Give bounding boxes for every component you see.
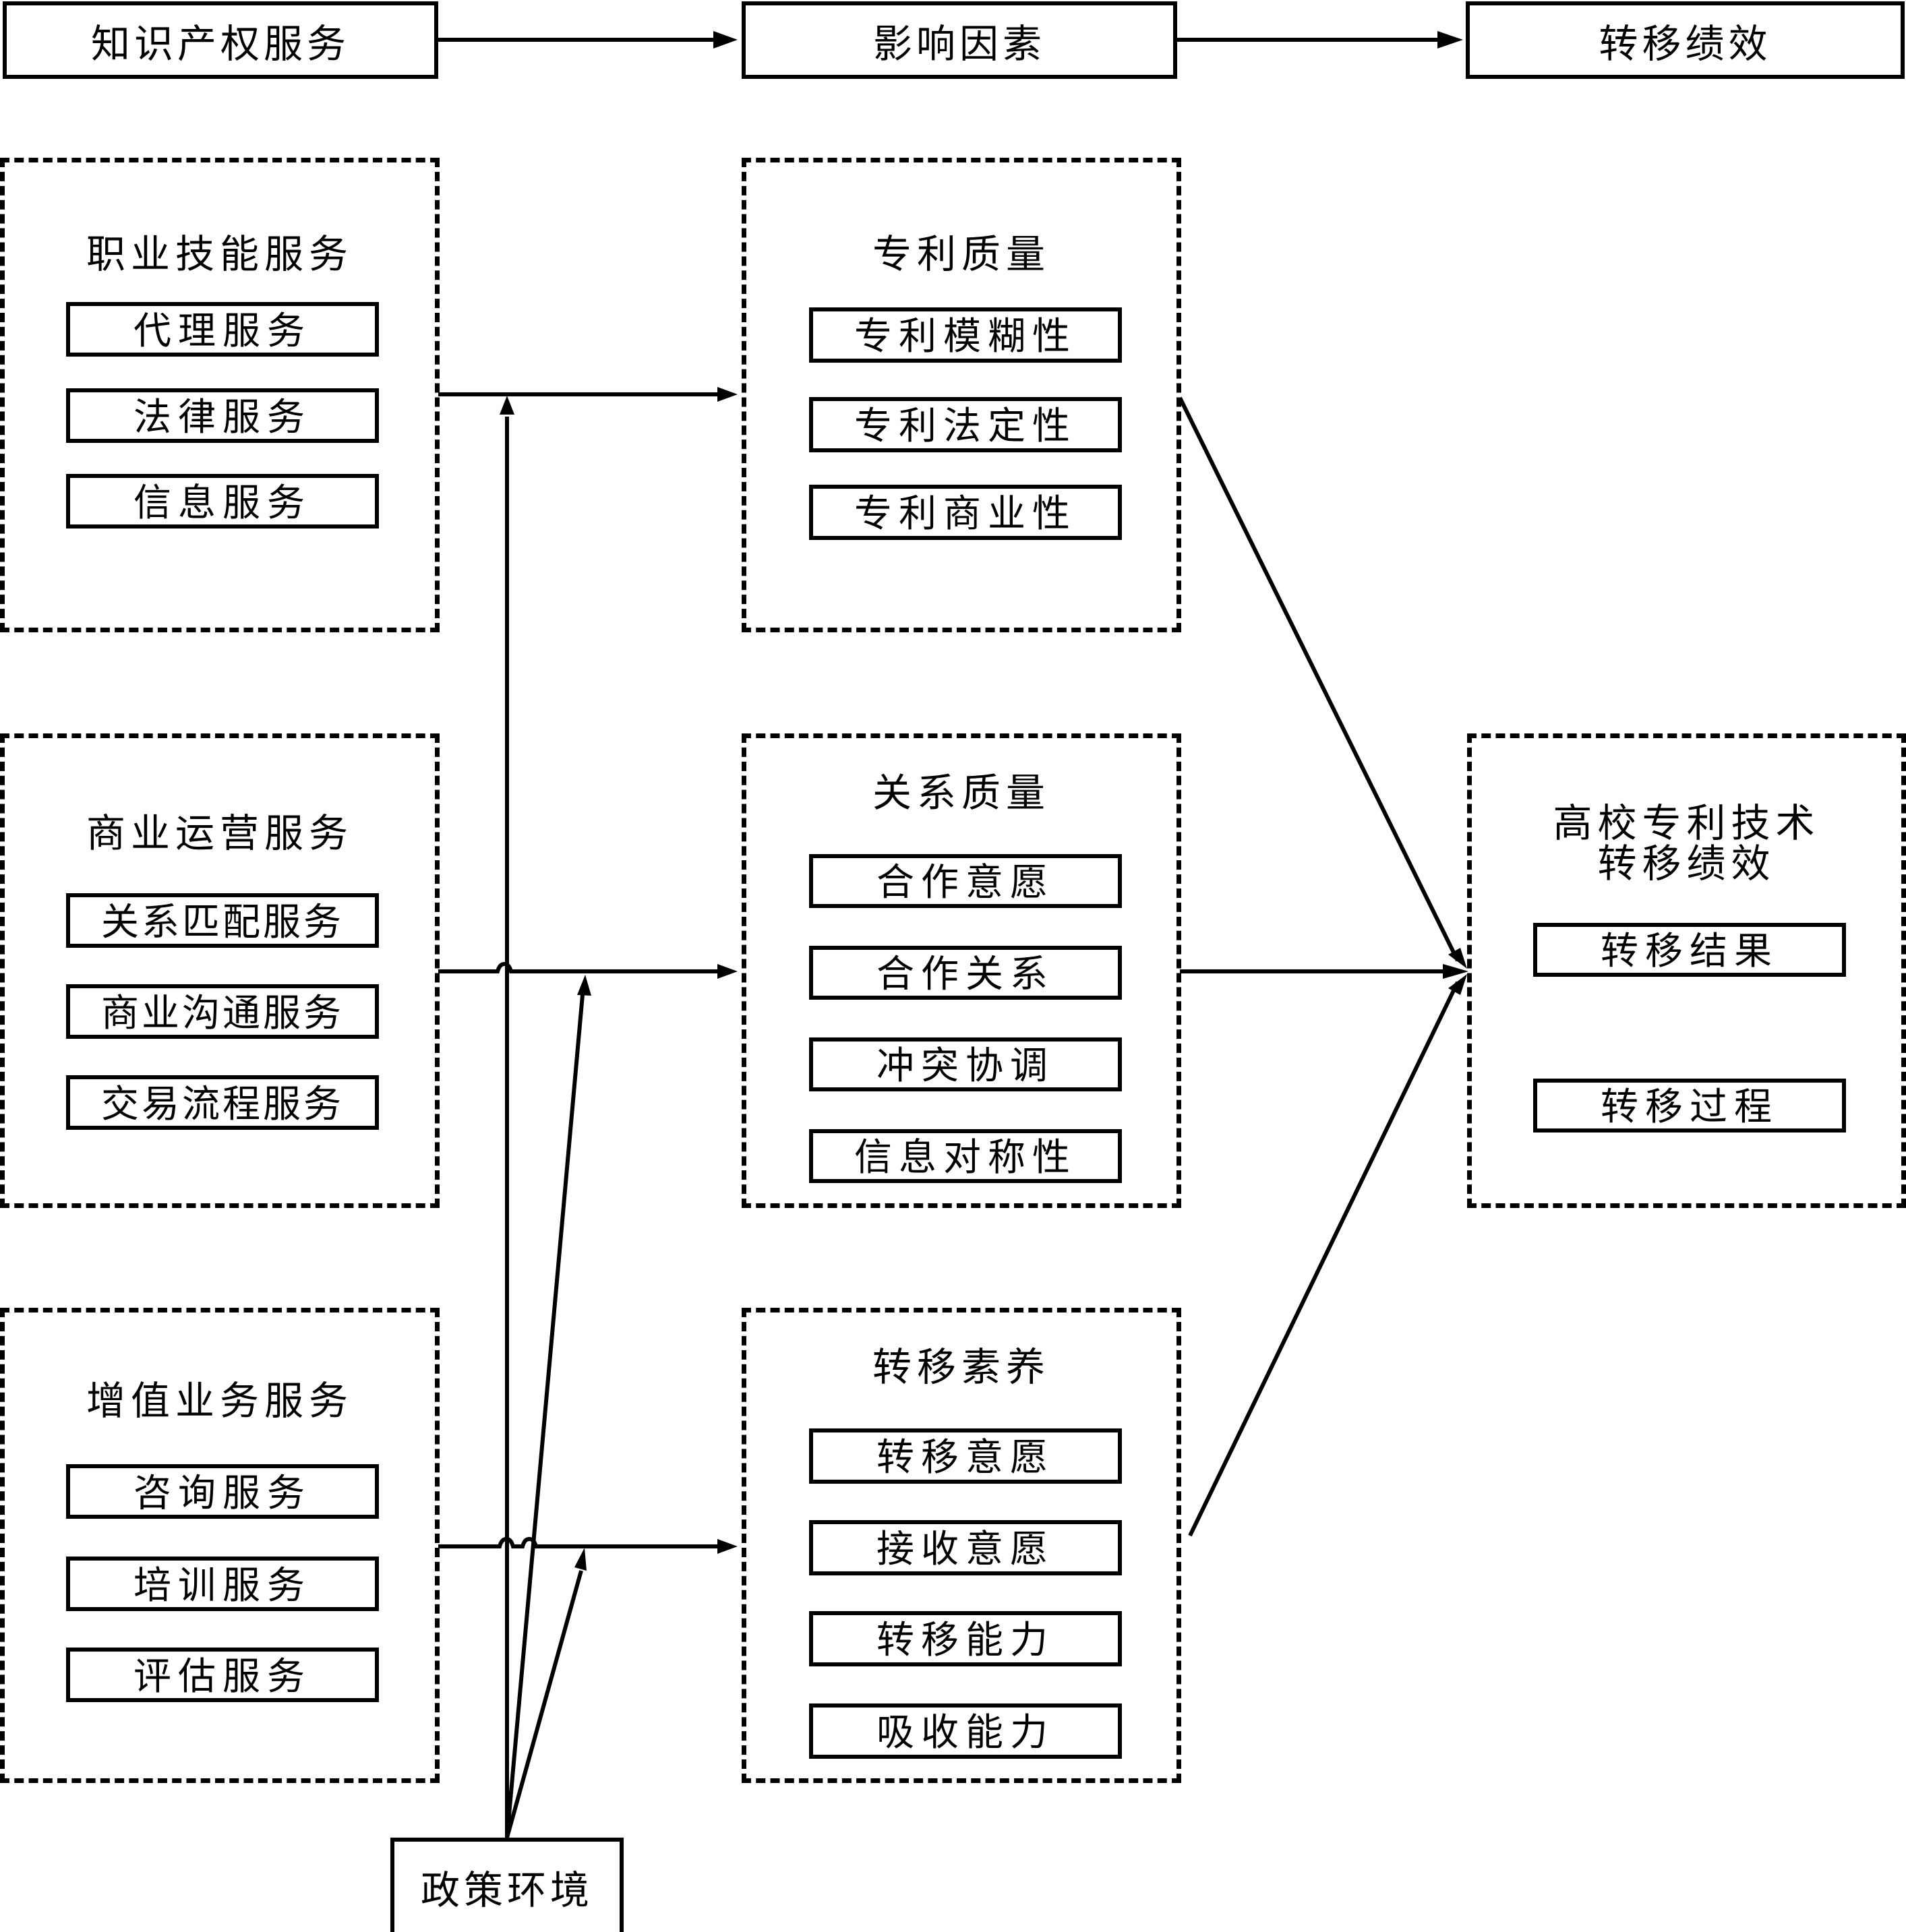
policy-environment-label: 政策环境 [420, 1867, 593, 1913]
item-absorption-capability: 吸收能力 [809, 1703, 1122, 1759]
policy-link-2 [505, 994, 585, 1838]
header-transfer-performance-label: 转移绩效 [1599, 20, 1772, 67]
item-relationship-matching: 关系匹配服务 [66, 893, 379, 948]
group-title: 职业技能服务 [86, 231, 353, 277]
header-transfer-performance: 转移绩效 [1466, 1, 1905, 79]
arrowhead-icon [717, 387, 738, 402]
group-title: 增值业务服务 [86, 1378, 353, 1424]
item-cooperation-willingness: 合作意愿 [809, 854, 1122, 908]
link-value-to-literacy [438, 1536, 720, 1548]
item-agency-service: 代理服务 [66, 302, 379, 357]
header-ip-services-label: 知识产权服务 [90, 20, 350, 67]
group-business-operation-services: 商业运营服务 关系匹配服务 商业沟通服务 交易流程服务 [0, 733, 440, 1208]
item-transfer-result: 转移结果 [1533, 923, 1846, 977]
link-patent-to-performance [1178, 396, 1460, 962]
link-business-to-relation [438, 961, 720, 973]
item-transaction-process: 交易流程服务 [66, 1075, 379, 1130]
item-transfer-process: 转移过程 [1533, 1079, 1846, 1133]
arrowhead-icon [717, 964, 738, 979]
arrowhead-icon [1443, 964, 1468, 979]
item-patent-commerciality: 专利商业性 [809, 485, 1122, 540]
arrowhead-icon [1437, 31, 1463, 49]
link-literacy-to-performance [1188, 981, 1460, 1537]
item-legal-service: 法律服务 [66, 388, 379, 443]
arrowhead-icon [713, 31, 738, 49]
arrowhead-icon [500, 396, 514, 415]
item-cooperation-relationship: 合作关系 [809, 946, 1122, 1000]
arrowhead-icon [577, 975, 591, 996]
group-title-line1: 高校专利技术 [1553, 800, 1820, 846]
group-patent-quality: 专利质量 专利模糊性 专利法定性 专利商业性 [742, 158, 1181, 632]
item-information-service: 信息服务 [66, 474, 379, 529]
item-consulting-service: 咨询服务 [66, 1464, 379, 1519]
group-transfer-literacy: 转移素养 转移意愿 接收意愿 转移能力 吸收能力 [742, 1308, 1181, 1783]
group-title: 商业运营服务 [86, 810, 353, 856]
arrowhead-icon [1448, 974, 1467, 995]
group-university-patent-transfer-performance: 高校专利技术 转移绩效 转移结果 转移过程 [1467, 733, 1906, 1208]
item-transfer-capability: 转移能力 [809, 1611, 1122, 1666]
group-title-line2: 转移绩效 [1597, 841, 1776, 886]
arrowhead-icon [1448, 948, 1467, 969]
policy-environment: 政策环境 [390, 1838, 624, 1932]
group-value-added-services: 增值业务服务 咨询服务 培训服务 评估服务 [0, 1308, 440, 1783]
policy-link-3 [505, 1570, 583, 1838]
item-receiving-willingness: 接收意愿 [809, 1520, 1122, 1575]
group-title: 转移素养 [872, 1344, 1050, 1390]
group-professional-skill-services: 职业技能服务 代理服务 法律服务 信息服务 [0, 158, 440, 632]
group-relationship-quality: 关系质量 合作意愿 合作关系 冲突协调 信息对称性 [742, 733, 1181, 1208]
item-business-communication: 商业沟通服务 [66, 984, 379, 1039]
item-patent-legality: 专利法定性 [809, 397, 1122, 452]
header-influencing-factors-label: 影响因素 [872, 20, 1046, 67]
item-conflict-coordination: 冲突协调 [809, 1037, 1122, 1091]
item-evaluation-service: 评估服务 [66, 1648, 379, 1702]
group-title: 关系质量 [872, 770, 1050, 816]
item-training-service: 培训服务 [66, 1557, 379, 1611]
item-patent-ambiguity: 专利模糊性 [809, 307, 1122, 363]
item-transfer-willingness: 转移意愿 [809, 1428, 1122, 1484]
group-title: 专利质量 [872, 231, 1050, 277]
header-influencing-factors: 影响因素 [742, 1, 1177, 79]
arrowhead-icon [717, 1539, 738, 1554]
header-ip-services: 知识产权服务 [3, 1, 438, 79]
arrowhead-icon [574, 1548, 587, 1571]
item-information-symmetry: 信息对称性 [809, 1129, 1122, 1183]
